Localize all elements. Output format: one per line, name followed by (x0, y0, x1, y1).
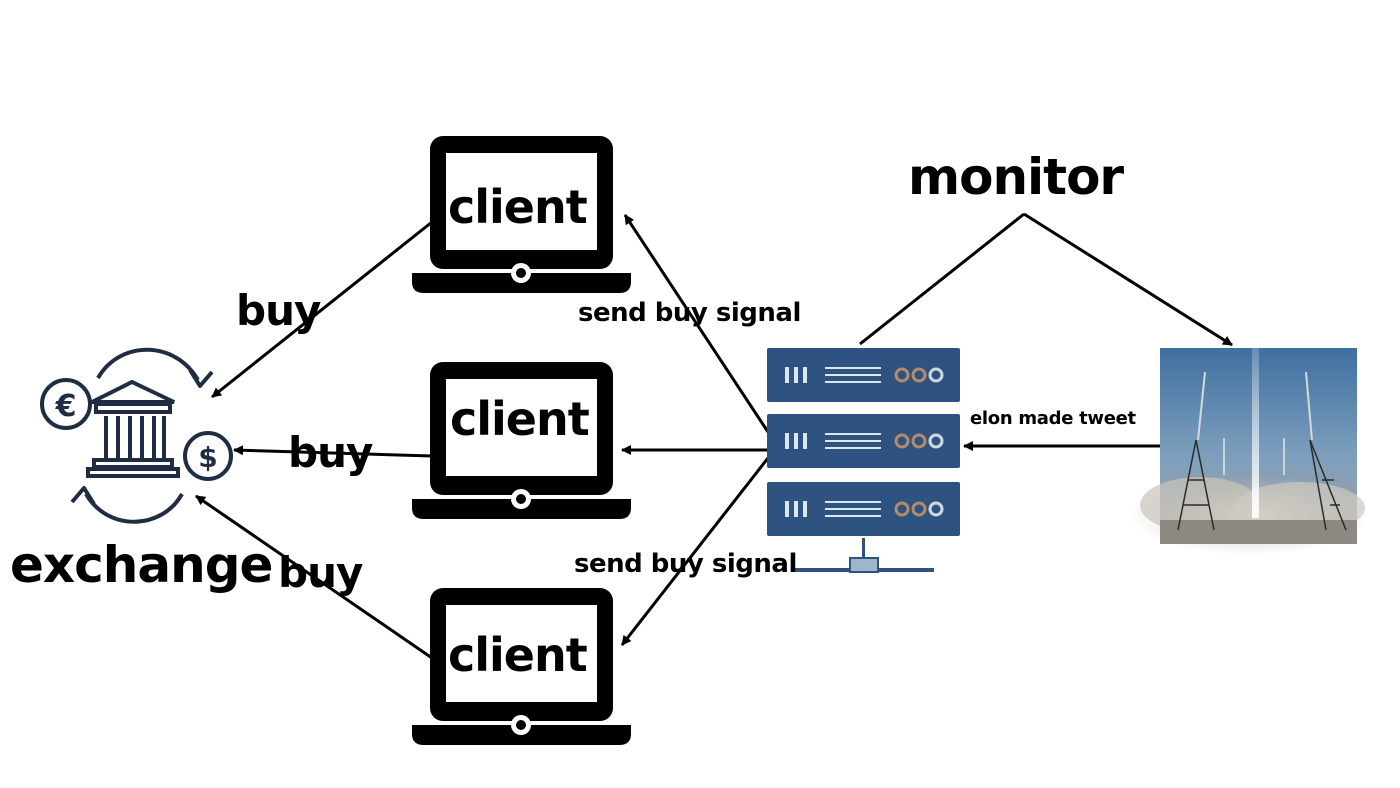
laptop-icon (412, 136, 631, 293)
buy-arrow-bottom (195, 494, 433, 660)
buy-label-bottom: buy (278, 548, 363, 597)
server-rack-icon (767, 348, 960, 573)
laptop-icon (412, 362, 631, 519)
rocket-launch-photo (1130, 348, 1370, 555)
send-signal-label-bottom: send buy signal (574, 549, 797, 579)
euro-coin-icon: € (40, 378, 92, 430)
monitor-to-rocket-arrow (1023, 212, 1233, 347)
buy-label-middle: buy (288, 428, 373, 477)
tweet-label: elon made tweet (970, 408, 1136, 429)
arrows (195, 212, 1233, 660)
monitor-to-server-line (859, 212, 1025, 346)
buy-arrow-middle (233, 445, 433, 458)
send-signal-label-top: send buy signal (578, 298, 801, 328)
svg-text:$: $ (198, 441, 217, 474)
bank-exchange-icon (70, 347, 214, 524)
svg-text:€: € (55, 389, 77, 424)
client-label: client (448, 180, 588, 234)
buy-label-top: buy (236, 286, 321, 335)
monitor-label: monitor (908, 148, 1124, 206)
dollar-coin-icon: $ (183, 431, 233, 481)
exchange-label: exchange (10, 536, 273, 594)
server-unit (767, 348, 960, 402)
server-unit (767, 482, 960, 536)
signal-arrow-top (623, 214, 770, 433)
client-label: client (450, 392, 590, 446)
buy-arrow-top (211, 220, 433, 399)
server-unit (767, 414, 960, 468)
client-label: client (448, 628, 588, 682)
laptop-icon (412, 588, 631, 745)
signal-arrow-bottom (620, 457, 770, 646)
